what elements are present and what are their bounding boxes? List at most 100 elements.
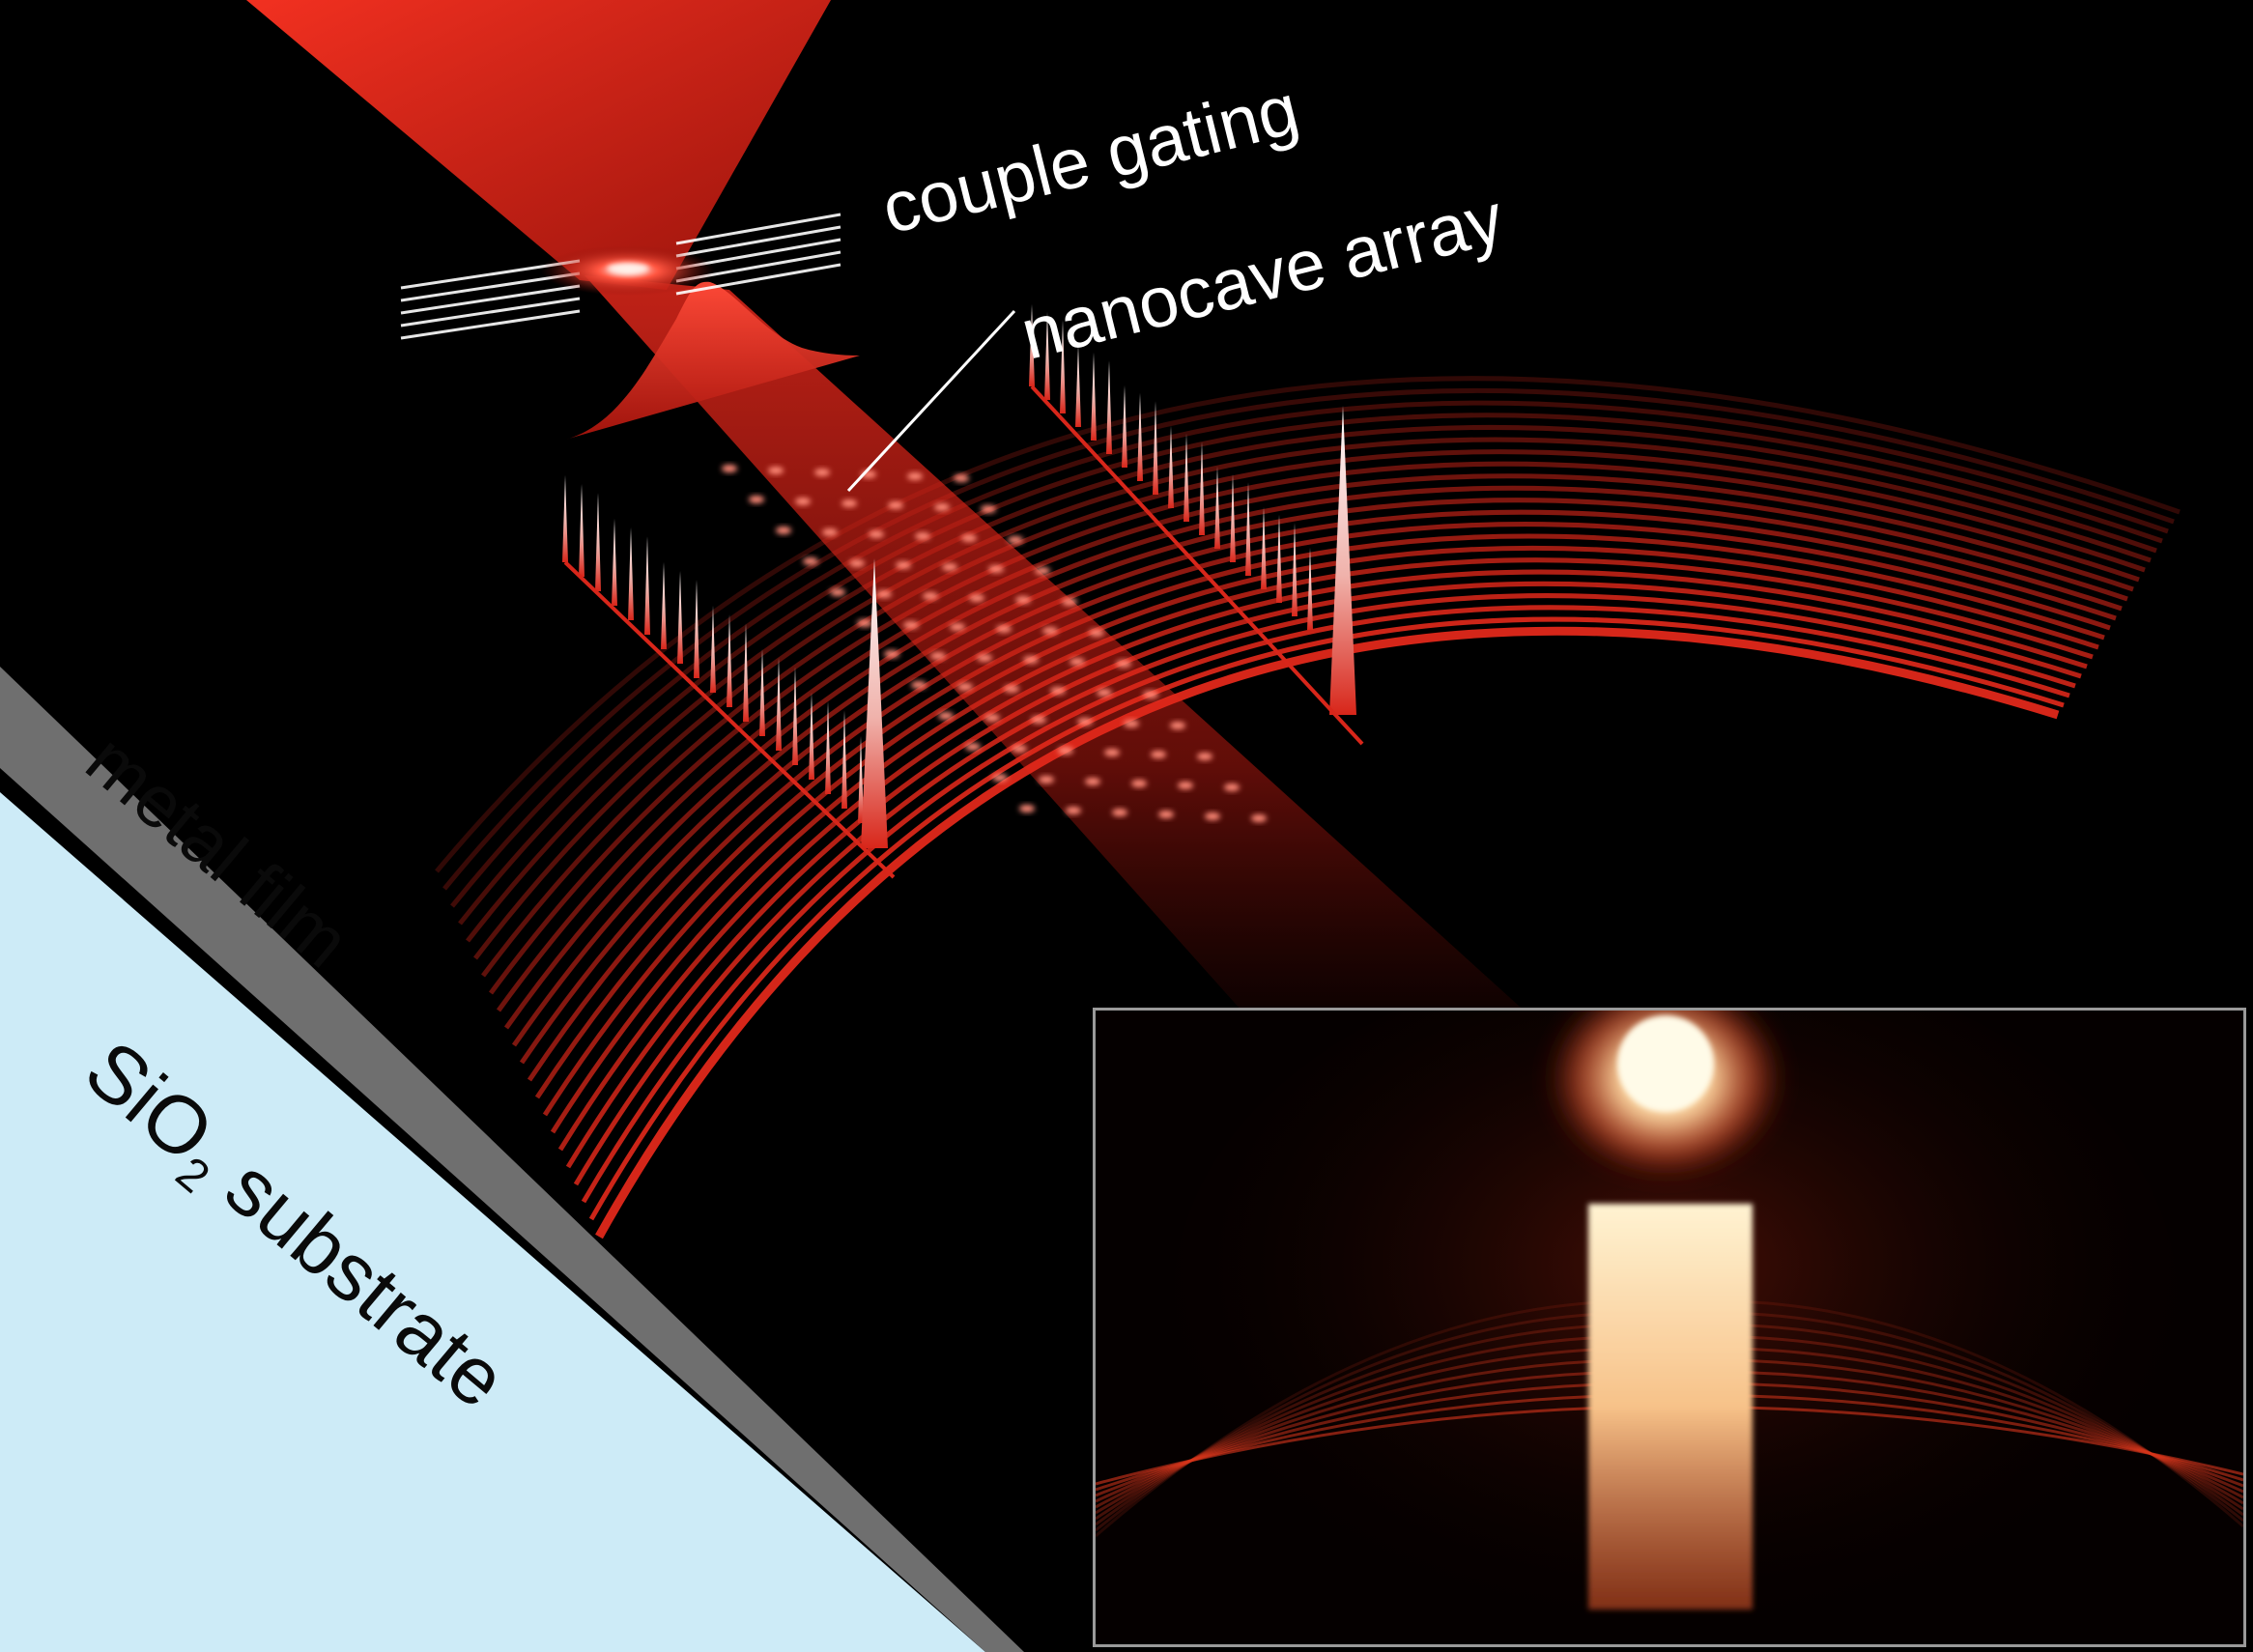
nanocave-dot [950, 623, 965, 631]
surface-wave-arc [542, 545, 2099, 1117]
nanocave-dot [1008, 536, 1023, 544]
nanocave-dot [1035, 567, 1050, 575]
surface-wave-arc [435, 376, 2181, 873]
intensity-spike [825, 701, 831, 794]
surface-wave-arc [466, 424, 2157, 943]
nanocave-dot [977, 654, 992, 662]
nanocave-dot [768, 467, 784, 474]
incident-laser-cone [246, 0, 831, 290]
nanocave-dot [1158, 811, 1174, 818]
intensity-spike [841, 710, 847, 809]
nanocave-dot [1019, 805, 1035, 812]
nanocave-dot [1170, 722, 1185, 729]
metal-film [0, 667, 1024, 1652]
nanocave-dot [957, 683, 973, 691]
intensity-spike [1292, 523, 1298, 616]
nanocave-dot [954, 474, 969, 482]
nanocave-dot [1197, 753, 1212, 760]
experimental-image-inset [1093, 1008, 2246, 1647]
surface-wave-arc [473, 437, 2152, 960]
nanocave-dot [1151, 751, 1166, 758]
nanocave-dot [1112, 809, 1127, 816]
intensity-spike [710, 606, 716, 693]
intensity-spike [1029, 304, 1035, 386]
surface-wave-arc [481, 449, 2146, 978]
nanocave-dot [795, 498, 811, 505]
nanocave-dot [1031, 716, 1046, 724]
nanocave-dot [1058, 747, 1073, 755]
nanocave-dot [915, 532, 930, 540]
nanocave-dot [1069, 658, 1085, 666]
surface-wave-arc [595, 626, 2060, 1239]
intensity-spike [644, 536, 650, 635]
nanocave-dot [996, 625, 1012, 633]
nanocave-dot [822, 528, 838, 536]
grating-line [675, 225, 841, 258]
nanocave-dot [942, 563, 957, 571]
nanocave-dot [1066, 807, 1081, 814]
nanocave-dot [1077, 718, 1093, 726]
intensity-spike [1091, 353, 1097, 441]
nanocave-dot [1042, 627, 1058, 635]
nanocave-dot [849, 559, 865, 567]
focal-spot-core [607, 263, 649, 274]
surface-wave-arcs [435, 376, 2181, 1239]
nanocave-dot [930, 652, 946, 660]
nanocave-dot [857, 619, 872, 627]
inset-bright-core [1617, 1015, 1714, 1112]
nanocave-dot [1004, 685, 1019, 693]
intensity-spike [1106, 360, 1112, 454]
grating-line [400, 284, 581, 315]
nanocave-leader-line [846, 309, 1016, 493]
nanocave-dot [1050, 687, 1066, 695]
experimental-image [1096, 1011, 2243, 1644]
nanocave-dot [1062, 598, 1077, 606]
intensity-spike [1199, 441, 1205, 535]
intensity-spike [612, 519, 617, 606]
intensity-spike [858, 736, 864, 823]
intensity-spike [677, 571, 683, 664]
nanocave-dot [1089, 629, 1104, 637]
intensity-peaks-right [1029, 304, 1364, 746]
intensity-spike [579, 484, 585, 577]
intensity-spike [595, 493, 601, 591]
surface-wave-arc [550, 557, 2094, 1134]
intensity-spike [562, 475, 568, 562]
nanocave-dot [722, 465, 737, 472]
intensity-spike [743, 623, 749, 722]
intensity-spike [792, 667, 798, 765]
nanocave-dot [992, 774, 1008, 782]
nanocave-dot [814, 469, 830, 476]
surface-wave-arc [534, 533, 2105, 1099]
nanocave-dot [1015, 596, 1031, 604]
inset-column [1588, 1204, 1753, 1609]
laser-beam [585, 275, 1613, 1092]
grating-line [400, 309, 581, 340]
nanocave-dot [911, 681, 927, 689]
intensity-spike [1307, 548, 1313, 630]
nanocave-dot [965, 743, 981, 751]
intensity-spike [809, 693, 814, 780]
nanocave-dot [749, 496, 764, 503]
surface-wave-arc [496, 473, 2134, 1012]
intensity-spike [1153, 401, 1158, 495]
surface-wave-arc [527, 522, 2111, 1082]
nanocave-dot [1104, 749, 1120, 756]
surface-wave-arc [573, 593, 2076, 1186]
intensity-spike [759, 649, 765, 736]
intensity-spike [1214, 467, 1220, 549]
grating-line [675, 213, 841, 245]
intensity-spike [1122, 385, 1127, 468]
surface-wave-arc [442, 387, 2175, 891]
nanocave-dot [1012, 745, 1027, 753]
surface-wave-arc [488, 461, 2140, 995]
nanocave-dot [981, 505, 996, 513]
nanocave-dot [876, 590, 892, 598]
intensity-spike [694, 580, 699, 678]
nanocave-dot [1131, 780, 1147, 787]
intensity-spike [1276, 515, 1282, 603]
intensity-baseline [1030, 385, 1364, 746]
intensity-spike [1060, 320, 1066, 413]
surface-wave-arc [503, 485, 2128, 1030]
